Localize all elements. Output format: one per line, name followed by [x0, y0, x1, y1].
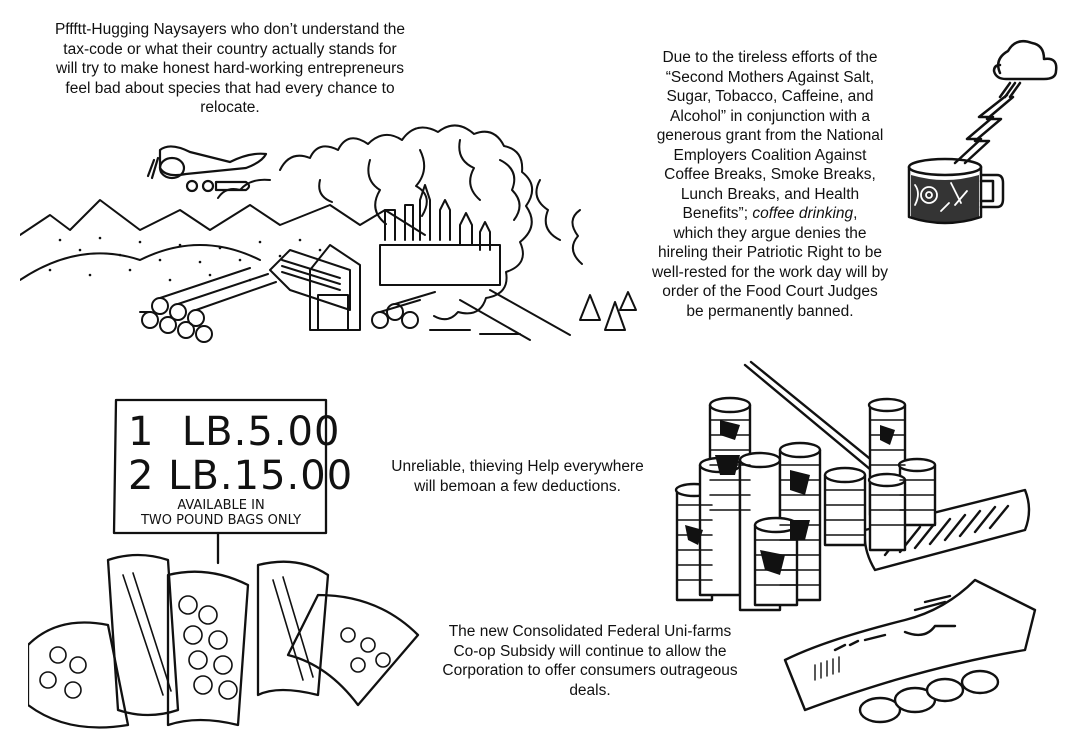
caption-help: Unreliable, thieving Help everywhere wil…: [380, 457, 655, 496]
caption-line: feel bad about species that had every ch…: [65, 79, 395, 97]
price-unit: LB.: [168, 453, 234, 499]
caption-line: Co-op Subsidy will continue to allow the: [453, 642, 727, 660]
caption-line: Benefits”; coffee drinking,: [640, 204, 900, 224]
price-qty: 1: [128, 409, 155, 455]
coffee-mug-icon: [907, 157, 1005, 225]
caption-line: which they argue denies the: [673, 224, 867, 242]
caption-line: Due to the tireless efforts of the: [662, 49, 878, 66]
caption-italic-text: coffee drinking: [752, 205, 854, 222]
mountain-texture-icon: [48, 236, 322, 282]
caption-line: hireling their Patriotic Right to be: [657, 244, 882, 261]
loose-coins-icon: [858, 669, 1000, 724]
caption-line: Coffee Breaks, Smoke Breaks,: [664, 166, 876, 183]
caption-line: Employers Coalition Against: [673, 146, 867, 164]
logging-landscape-illustration: [20, 120, 640, 350]
sawmill-building-icon: [269, 244, 361, 331]
caption-line: well-rested for the work day will by: [651, 263, 889, 281]
caption-line: generous grant from the National: [656, 127, 884, 144]
produce-bags-price-sign-illustration: 1 LB.5.00 2 LB.15.00 AVAILABLE IN TWO PO…: [28, 395, 428, 740]
caption-line: Unreliable, thieving Help everywhere: [391, 458, 644, 475]
airplane-icon: [146, 145, 268, 193]
caption-line: relocate.: [200, 99, 260, 116]
price-qty: 2: [128, 453, 155, 499]
log-pile-icon: [139, 267, 521, 343]
caption-line: will bemoan a few deductions.: [414, 477, 621, 495]
storm-cloud-icon: [992, 40, 1058, 99]
price-row-2: 2 LB.15.00: [128, 454, 353, 498]
lightning-bolt-icon: [953, 93, 1015, 165]
caption-text: Benefits”;: [682, 205, 753, 222]
caption-line: Alcohol” in conjunction with a: [670, 107, 870, 125]
caption-line: order of the Food Court Judges: [662, 283, 878, 300]
price-row-1: 1 LB.5.00: [128, 410, 340, 454]
price-value: 15.00: [233, 453, 354, 499]
caption-line: be permanently banned.: [686, 302, 854, 320]
price-note-line: AVAILABLE IN: [177, 498, 265, 513]
mountain-range-icon: [20, 199, 426, 281]
price-sign-icon: [112, 398, 328, 565]
price-unit: LB.: [181, 409, 248, 455]
smoke-cloud-icon: [217, 124, 583, 321]
caption-line: Sugar, Tobacco, Caffeine, and: [666, 88, 874, 105]
coffee-mug-storm-cloud-illustration: [895, 35, 1065, 230]
price-value: 5.00: [247, 409, 341, 455]
caption-line: tax-code or what their country actually …: [63, 40, 397, 58]
produce-bags-icon: [28, 553, 420, 729]
caption-unifarms: The new Consolidated Federal Uni-farms C…: [420, 622, 760, 700]
caption-naysayers: Pffftt-Hugging Naysayers who don’t under…: [30, 20, 430, 118]
caption-coffee-ban: Due to the tireless efforts of the “Seco…: [640, 48, 900, 321]
caption-text: ,: [853, 205, 858, 222]
caption-line: “Second Mothers Against Salt,: [665, 68, 875, 86]
caption-line: Corporation to offer consumers outrageou…: [442, 662, 738, 679]
coin-stacks-broom-paycheck-illustration: [665, 360, 1055, 735]
caption-line: The new Consolidated Federal Uni-farms: [448, 623, 732, 640]
castle-icon: [379, 184, 501, 286]
caption-line: Pffftt-Hugging Naysayers who don’t under…: [54, 21, 406, 38]
caption-line: will try to make honest hard-working ent…: [55, 60, 405, 77]
price-note-line: TWO POUND BAGS ONLY: [140, 513, 302, 528]
road-icon: [459, 289, 571, 341]
paycheck-icon: [783, 578, 1037, 712]
pine-tree-icon: [579, 291, 637, 331]
coin-stack-icon: [674, 396, 937, 612]
caption-line: Lunch Breaks, and Health: [680, 185, 860, 203]
caption-line: deals.: [569, 681, 611, 699]
price-note: AVAILABLE IN TWO POUND BAGS ONLY: [116, 498, 326, 528]
price-sign: 1 LB.5.00 2 LB.15.00 AVAILABLE IN TWO PO…: [116, 400, 352, 533]
